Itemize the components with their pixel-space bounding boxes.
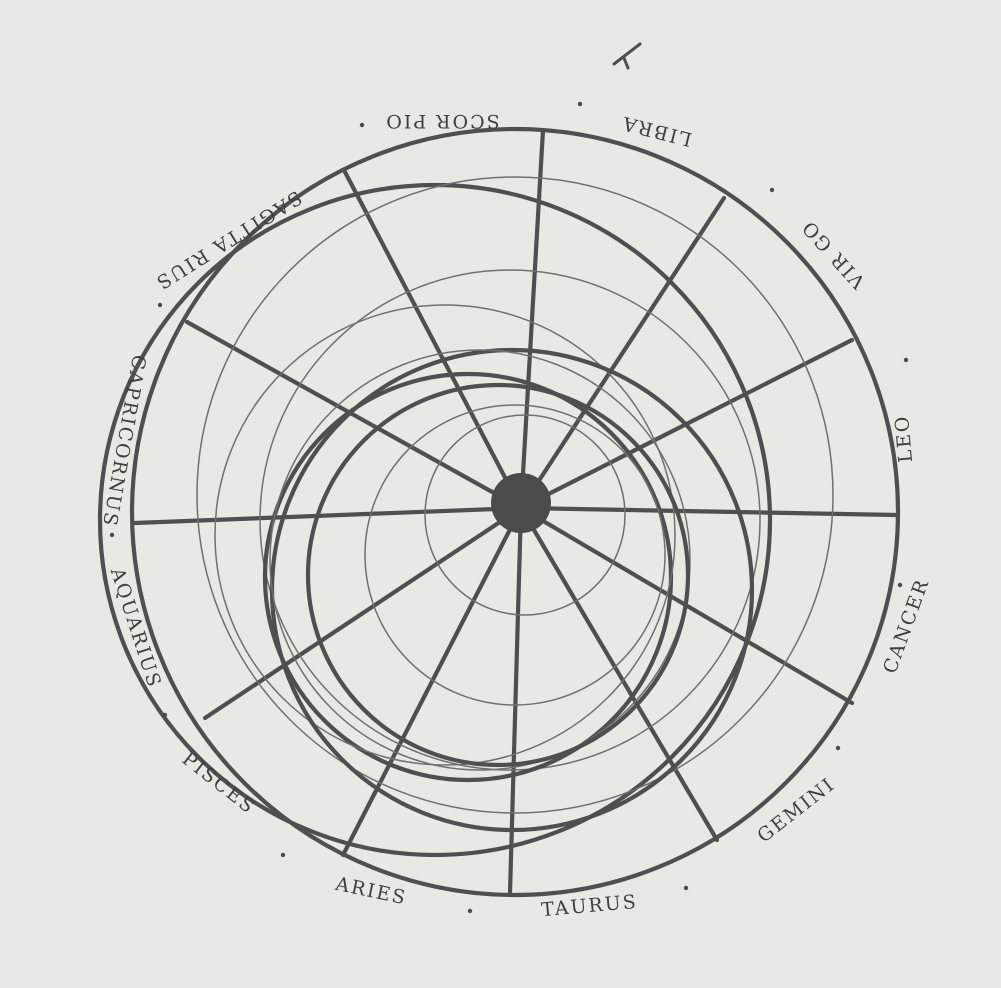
orbit-8 bbox=[305, 382, 691, 768]
sector-spoke-2 bbox=[342, 169, 524, 511]
sector-spoke-10 bbox=[518, 505, 899, 518]
separator-dot bbox=[359, 122, 365, 128]
separator-dot bbox=[577, 101, 583, 107]
orbit-1 bbox=[97, 182, 773, 858]
separator-dot bbox=[157, 302, 163, 308]
separator-dot bbox=[467, 908, 473, 914]
orbit-9 bbox=[364, 404, 666, 706]
separator-dot bbox=[903, 357, 909, 363]
margin-mark bbox=[612, 42, 642, 70]
planetary-orbits bbox=[97, 176, 834, 858]
sector-spoke-12 bbox=[518, 195, 727, 511]
orbit-2 bbox=[196, 176, 834, 814]
outer-zodiac-circle bbox=[129, 126, 901, 898]
orbit-5 bbox=[214, 304, 676, 766]
sector-spoke-1 bbox=[518, 127, 546, 511]
sector-spoke-4 bbox=[132, 505, 524, 526]
orbit-3 bbox=[259, 269, 761, 771]
separator-dot bbox=[769, 187, 775, 193]
label-scorpio: SCOR PIO bbox=[384, 110, 499, 132]
central-earth bbox=[491, 473, 551, 533]
separator-dot bbox=[683, 885, 689, 891]
separator-dot bbox=[897, 582, 903, 588]
label-leo: LEO bbox=[891, 414, 917, 464]
orbit-10 bbox=[424, 414, 626, 616]
separator-dot bbox=[109, 532, 115, 538]
sector-spoke-6 bbox=[340, 505, 524, 858]
label-separator-dots bbox=[109, 101, 909, 914]
orbit-7 bbox=[269, 349, 691, 771]
sector-spoke-3 bbox=[184, 319, 524, 511]
separator-dot bbox=[835, 745, 841, 751]
sector-spoke-8 bbox=[518, 505, 720, 843]
separator-dot bbox=[280, 852, 286, 858]
separator-dot bbox=[162, 712, 168, 718]
